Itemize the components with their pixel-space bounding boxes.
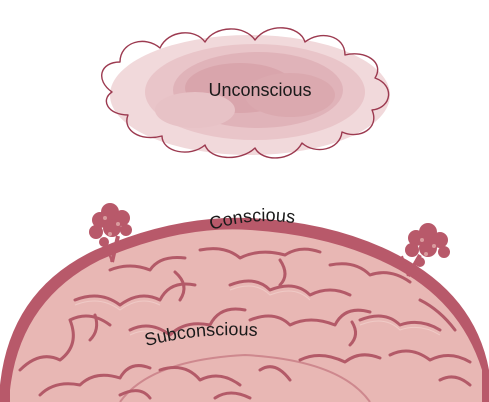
unconscious-label: Unconscious bbox=[208, 80, 311, 100]
unconscious-cloud: Unconscious bbox=[102, 28, 390, 158]
